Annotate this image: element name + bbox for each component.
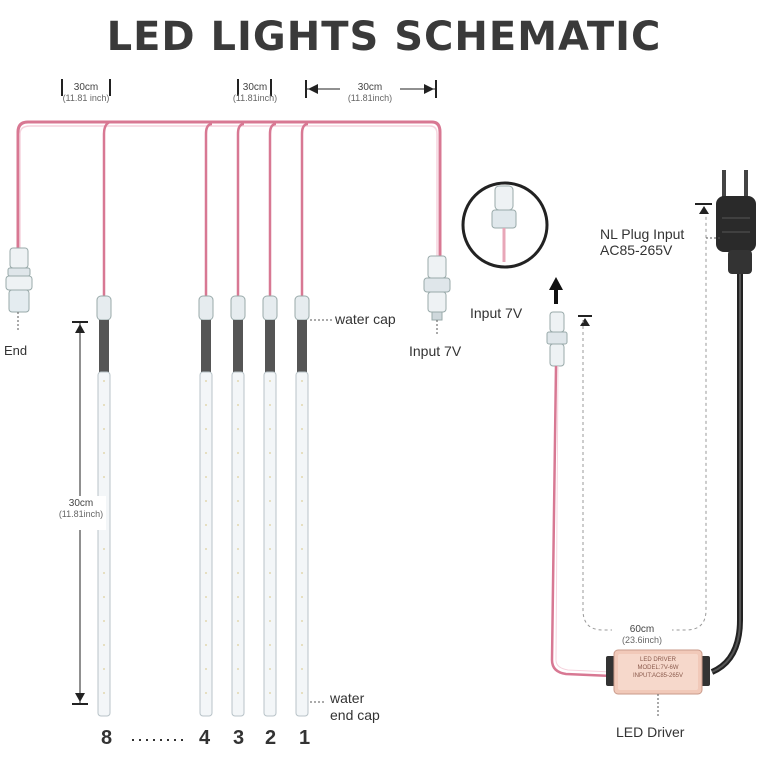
main-wire [16, 120, 442, 260]
dimension-mid: 30cm (11.81inch) [226, 82, 284, 103]
dimension-right: 30cm (11.81inch) [338, 82, 402, 103]
input-side-label: Input 7V [470, 305, 523, 321]
top-dimension-markers [61, 79, 272, 96]
tube-number-1: 1 [299, 727, 311, 749]
tube-2 [262, 295, 278, 717]
end-label: End [4, 343, 28, 358]
dimension-driver-cable-sub: (23.6inch) [621, 635, 663, 645]
dimension-mid-value: 30cm [242, 82, 268, 93]
driver-box-line-3: INPUT:AC85-265V [632, 673, 684, 679]
dimension-left: 30cm (11.81 inch) [58, 82, 114, 103]
up-arrow [549, 277, 563, 304]
input-connector-side [546, 311, 568, 367]
driver-label: LED Driver [616, 724, 685, 740]
tube-number-8: 8 [101, 727, 113, 749]
tube-4 [198, 295, 214, 717]
plug-marker [695, 203, 712, 214]
water-end-cap-label-1: water [330, 690, 365, 706]
tube-number-4: 4 [199, 727, 211, 749]
power-cord [710, 270, 743, 675]
driver-output-cable [550, 365, 613, 678]
driver-cable-dimension [582, 212, 707, 631]
right-dimension-arrow [305, 80, 437, 98]
input-connector-top [423, 255, 451, 336]
tube-number-2: 2 [265, 727, 277, 749]
dimension-right-sub: (11.81inch) [347, 93, 393, 103]
nl-plug [716, 170, 756, 274]
dimension-mid-sub: (11.81inch) [232, 93, 278, 103]
water-cap-label: water cap [335, 311, 396, 327]
end-connector [5, 247, 33, 330]
tube-8 [96, 295, 112, 717]
side-marker [578, 315, 592, 326]
dimension-tube-length-value: 30cm [68, 498, 94, 509]
plug-label-1: NL Plug Input [600, 226, 685, 242]
dimension-tube-length: 30cm (11.81inch) [54, 498, 108, 519]
input-top-label: Input 7V [409, 343, 462, 359]
water-end-cap-label-2: end cap [330, 707, 380, 723]
driver-box-line-2: MODEL:7V-6W [637, 665, 679, 671]
tube-3 [230, 295, 246, 717]
driver-box-line-1: LED DRIVER [639, 657, 676, 663]
dimension-right-value: 30cm [357, 82, 383, 93]
dimension-driver-cable: 60cm (23.6inch) [612, 624, 672, 645]
dimension-left-sub: (11.81 inch) [62, 93, 110, 103]
dimension-tube-length-sub: (11.81inch) [58, 509, 104, 519]
plug-label-2: AC85-265V [600, 242, 673, 258]
led-tubes [96, 295, 310, 717]
tube-number-3: 3 [233, 727, 245, 749]
dimension-left-value: 30cm [73, 82, 99, 93]
driver-box-text: LED DRIVER MODEL:7V-6W INPUT:AC85-265V [620, 656, 696, 680]
tube-length-dimension [56, 321, 106, 705]
dimension-driver-cable-value: 60cm [629, 624, 655, 635]
tube-1 [294, 295, 310, 717]
tube-drop-wires [102, 120, 309, 300]
page-title: LED LIGHTS SCHEMATIC [106, 14, 662, 60]
connector-detail-circle [461, 181, 549, 269]
led-driver-box [606, 649, 710, 695]
